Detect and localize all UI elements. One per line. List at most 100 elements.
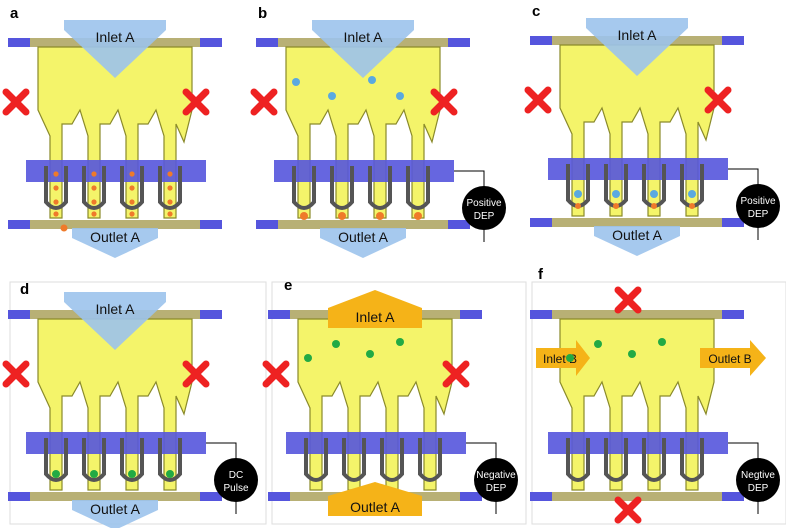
particle-dot <box>328 92 336 100</box>
particle-dot <box>129 171 135 177</box>
inlet-rail-left-pad <box>8 38 30 47</box>
inlet-rail-right-pad <box>722 310 744 319</box>
outlet-rail-right-pad <box>200 220 222 229</box>
inlet-arrow <box>64 20 166 78</box>
electrode-loop <box>342 438 366 482</box>
panel-frame-d <box>9 281 267 525</box>
panel-label-f: f <box>538 266 544 283</box>
inlet-label: Inlet A <box>96 301 136 317</box>
inlet-rail <box>552 310 722 319</box>
source-label-line1: Positive <box>740 196 775 207</box>
outlet-rail-right-pad <box>722 492 744 501</box>
particles <box>53 171 173 232</box>
inlet-arrow <box>312 20 414 78</box>
particle-dot <box>689 203 695 209</box>
particle-dot <box>91 185 97 191</box>
particle-dot <box>613 203 619 209</box>
inlet-rail-left-pad <box>530 310 552 319</box>
outlet-label: Outlet A <box>90 501 140 517</box>
outlet-arrow <box>72 228 158 258</box>
particle-dot <box>129 211 135 217</box>
outlet-label: Outlet A <box>612 227 662 243</box>
electrode-loop <box>82 438 106 482</box>
panel-label-b: b <box>258 5 267 22</box>
outlet-rail-left-pad <box>8 220 30 229</box>
particle-dot <box>575 203 581 209</box>
particle-dot <box>396 338 404 346</box>
outlet-rail-right-pad <box>200 492 222 501</box>
outlet-rail <box>30 492 200 501</box>
inlet-rail-left-pad <box>530 36 552 45</box>
particle-dot <box>129 185 135 191</box>
particle-dot <box>53 171 59 177</box>
source-label-line1: Negtive <box>741 470 775 481</box>
inlet-label: Inlet A <box>96 29 136 45</box>
electrode-loop <box>44 166 68 210</box>
outlet-rail-right-pad <box>460 492 482 501</box>
blocked-right-port-icon <box>430 88 458 116</box>
inlet-rail-right-pad <box>722 36 744 45</box>
chamber <box>559 318 715 491</box>
outlet-label: Outlet B <box>708 352 751 366</box>
electrode-loop <box>368 166 392 210</box>
electrode-loop <box>120 166 144 210</box>
blocked-left-port-icon <box>262 360 290 388</box>
source-label-line2: DEP <box>748 209 769 220</box>
source-label-line2: DEP <box>486 483 507 494</box>
outlet-arrow <box>700 340 766 376</box>
inlet-arrow <box>328 290 422 328</box>
electrode-loop <box>566 438 590 482</box>
blocked-right-port-icon <box>182 88 210 116</box>
electrode-loop <box>604 438 628 482</box>
particle-dot <box>658 338 666 346</box>
inlet-rail-left-pad <box>268 310 290 319</box>
inlet-rail-right-pad <box>200 310 222 319</box>
electrode-loop <box>380 438 404 482</box>
blocked-left-port-icon <box>524 86 552 114</box>
particle-dot <box>166 470 174 478</box>
inlet-arrow <box>536 340 590 376</box>
panel-label-e: e <box>284 277 292 294</box>
particle-dot <box>366 350 374 358</box>
outlet-arrow <box>320 228 406 258</box>
source-circle <box>214 458 258 502</box>
electrode-loop <box>330 166 354 210</box>
electrode-loop <box>158 166 182 210</box>
particles <box>304 338 404 362</box>
outlet-rail <box>278 220 448 229</box>
particle-dot <box>612 190 620 198</box>
inlet-rail-left-pad <box>256 38 278 47</box>
particle-dot <box>53 199 59 205</box>
particle-dot <box>167 211 173 217</box>
particle-dot <box>650 190 658 198</box>
particle-dot <box>304 354 312 362</box>
inlet-arrow <box>586 18 688 76</box>
outlet-rail-left-pad <box>268 492 290 501</box>
particle-dot <box>368 76 376 84</box>
particle-dot <box>651 203 657 209</box>
source-label-line1: Positive <box>466 198 501 209</box>
particle-dot <box>574 190 582 198</box>
inlet-arrow <box>64 292 166 350</box>
panel-frame-f <box>531 281 786 525</box>
blocked-right-port-icon <box>704 86 732 114</box>
source-circle <box>736 458 780 502</box>
particle-dot <box>292 78 300 86</box>
electrode-loop <box>44 438 68 482</box>
particle-dot <box>396 92 404 100</box>
outlet-rail-right-pad <box>722 218 744 227</box>
particle-dot <box>566 354 574 362</box>
electrode-loop <box>418 438 442 482</box>
particle-dot <box>167 185 173 191</box>
outlet-rail-right-pad <box>448 220 470 229</box>
particle-dot <box>91 171 97 177</box>
source-circle <box>736 184 780 228</box>
particles <box>566 338 666 362</box>
panel-label-d: d <box>20 281 29 298</box>
blocked-right-port-icon <box>442 360 470 388</box>
particles <box>574 190 696 209</box>
